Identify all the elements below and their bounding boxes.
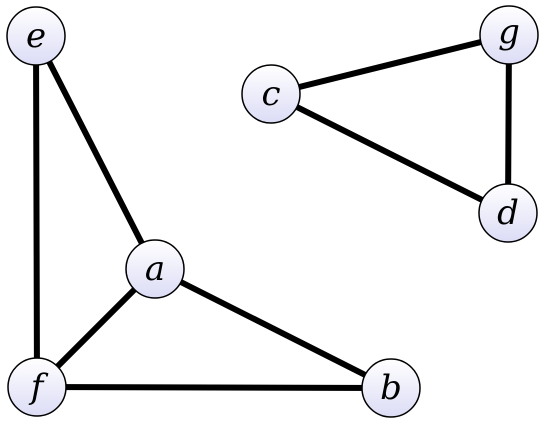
node-circle-d [478, 183, 538, 243]
node-circle-g [479, 5, 539, 65]
node-a: a [125, 239, 185, 299]
node-label-e: e [26, 16, 46, 56]
node-label-c: c [261, 74, 280, 114]
node-b: b [361, 358, 421, 418]
node-circle-f [7, 357, 67, 417]
node-d: d [478, 183, 538, 243]
node-c: c [241, 64, 301, 124]
node-circle-c [241, 64, 301, 124]
edge-e-a [33, 33, 158, 272]
node-label-d: d [497, 193, 519, 233]
node-label-b: b [380, 368, 402, 408]
node-label-a: a [145, 249, 165, 289]
node-circle-a [125, 239, 185, 299]
edge-a-b [152, 266, 394, 391]
edge-e-f [33, 33, 40, 390]
edge-c-d [268, 91, 511, 216]
node-g: g [479, 5, 539, 65]
node-e: e [6, 6, 66, 66]
node-label-g: g [498, 12, 520, 52]
node-f: f [7, 357, 67, 417]
node-circle-b [361, 358, 421, 418]
node-circle-e [6, 6, 66, 66]
edge-f-b [34, 384, 394, 391]
edge-c-g [268, 32, 512, 97]
nodes-layer: e g c d a f b [6, 5, 539, 418]
